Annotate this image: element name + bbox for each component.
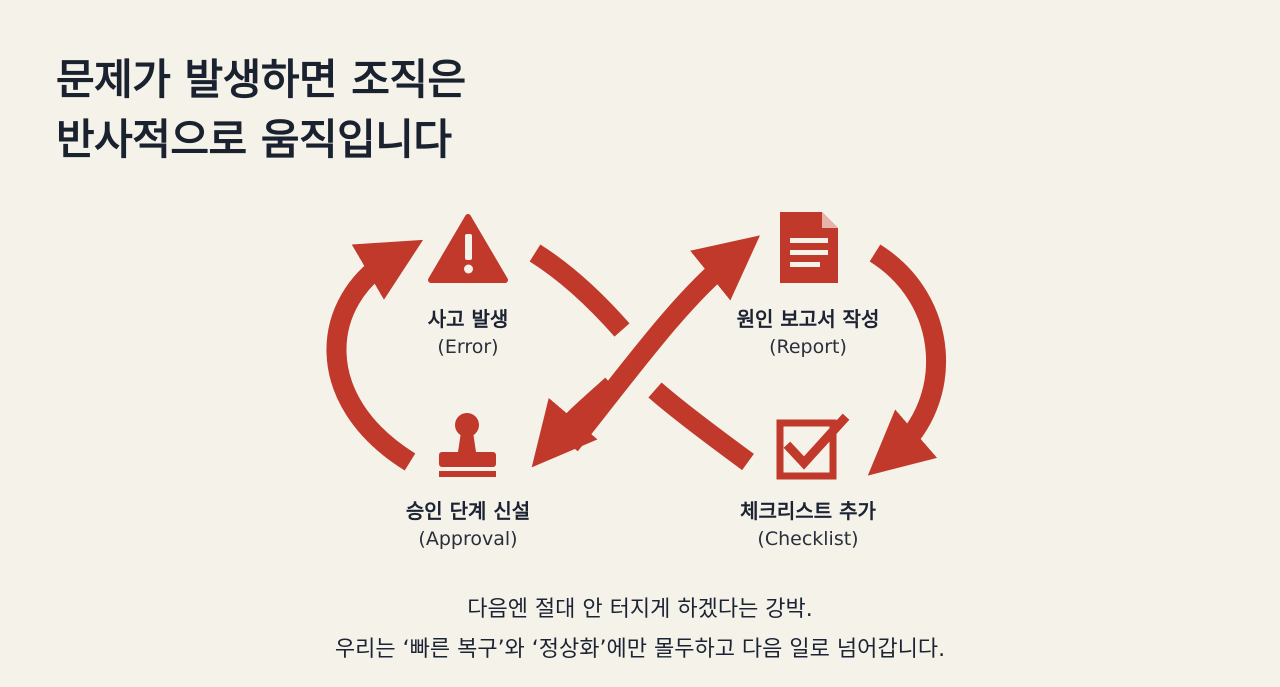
node-report: 원인 보고서 작성 (Report)	[688, 305, 928, 361]
title-line-2: 반사적으로 움직입니다	[56, 115, 452, 164]
node-error: 사고 발생 (Error)	[348, 305, 588, 361]
caption-line-1: 다음엔 절대 안 터지게 하겠다는 강박.	[467, 597, 813, 622]
node-approval-sublabel: (Approval)	[418, 528, 518, 550]
node-report-label: 원인 보고서 작성	[736, 307, 880, 331]
node-approval-label: 승인 단계 신설	[405, 499, 531, 523]
caption: 다음엔 절대 안 터지게 하겠다는 강박. 우리는 ‘빠른 복구’와 ‘정상화’…	[0, 590, 1280, 670]
title-line-1: 문제가 발생하면 조직은	[56, 55, 466, 104]
node-report-sublabel: (Report)	[769, 336, 847, 358]
node-checklist-label: 체크리스트 추가	[740, 499, 876, 523]
document-icon	[780, 212, 838, 283]
arrow-approval-to-error	[326, 239, 424, 471]
node-approval: 승인 단계 신설 (Approval)	[348, 497, 588, 553]
warning-triangle-icon	[428, 214, 508, 283]
stamp-icon	[439, 413, 496, 477]
arrow-error-to-report-start	[529, 244, 630, 337]
node-error-sublabel: (Error)	[437, 336, 499, 358]
slide-title: 문제가 발생하면 조직은 반사적으로 움직입니다	[56, 50, 466, 170]
caption-line-2: 우리는 ‘빠른 복구’와 ‘정상화’에만 몰두하고 다음 일로 넘어갑니다.	[334, 637, 946, 662]
checkbox-icon	[776, 413, 850, 480]
node-checklist: 체크리스트 추가 (Checklist)	[688, 497, 928, 553]
arrow-checklist-to-approval-start	[648, 382, 754, 471]
node-checklist-sublabel: (Checklist)	[757, 528, 859, 550]
node-error-label: 사고 발생	[427, 307, 509, 331]
arrow-report-to-checklist	[867, 244, 946, 476]
arrow-checklist-to-approval	[531, 377, 619, 468]
